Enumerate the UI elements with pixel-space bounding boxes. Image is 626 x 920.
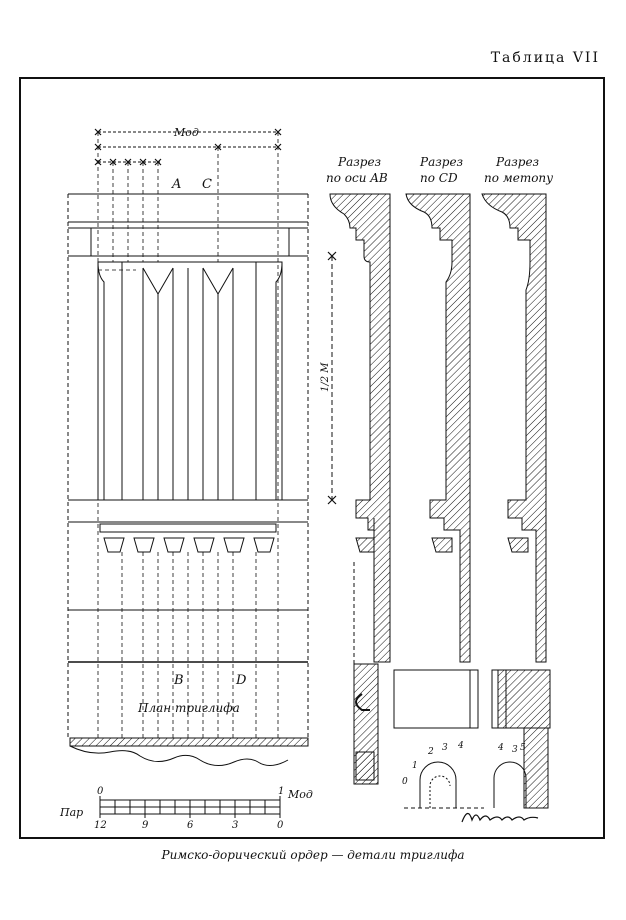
mod-label: Мод — [173, 126, 199, 139]
detail-number-4: 4 — [457, 741, 464, 751]
detail-number-1: 1 — [412, 761, 418, 771]
scale-bottom-12: 12 — [94, 820, 107, 831]
scale-label-parts: Пар — [59, 806, 83, 819]
axis-label-a: A — [171, 177, 181, 192]
section-metope-title-line2: по метопу — [484, 171, 553, 185]
scale-bar — [99, 796, 281, 818]
plate-header: Таблица VII — [490, 50, 600, 66]
triglyph-elevation — [67, 128, 309, 766]
section-cd-title-line2: по CD — [420, 171, 458, 185]
scale-bottom-9: 9 — [142, 820, 149, 831]
detail-number-r3: 3 — [512, 745, 518, 755]
plate-caption: Римско-дорический ордер — детали триглиф… — [161, 848, 465, 862]
detail-number-r5: 5 — [520, 743, 526, 753]
detail-number-2: 2 — [427, 747, 434, 757]
scale-bottom-3: 3 — [232, 820, 238, 831]
plate-frame — [19, 77, 605, 839]
scale-label-mod: Мод — [287, 788, 313, 801]
scale-top-left: 0 — [97, 786, 104, 797]
axis-label-d: D — [235, 673, 247, 688]
detail-left — [353, 560, 484, 809]
section-metope — [481, 193, 547, 663]
axis-label-c: C — [202, 177, 212, 192]
signature — [461, 812, 539, 823]
detail-number-r4: 4 — [497, 743, 504, 753]
half-module-dimension — [327, 251, 337, 505]
scale-bottom-6: 6 — [187, 820, 194, 831]
detail-number-0: 0 — [402, 777, 408, 787]
section-ab-title-line1: Разрез — [337, 155, 381, 169]
axis-label-b: B — [173, 673, 184, 688]
scale-top-right: 1 — [278, 786, 284, 797]
half-module-label: 1/2 М — [320, 362, 331, 392]
section-cd-title-line1: Разрез — [419, 155, 463, 169]
detail-right — [491, 669, 551, 809]
section-ab-title-line2: по оси AB — [326, 171, 388, 185]
section-cd — [405, 193, 471, 663]
plan-label: План триглифа — [137, 701, 240, 715]
section-metope-title-line1: Разрез — [495, 155, 539, 169]
scale-bottom-0: 0 — [277, 820, 284, 831]
detail-number-3: 3 — [442, 743, 448, 753]
section-ab — [329, 193, 391, 663]
